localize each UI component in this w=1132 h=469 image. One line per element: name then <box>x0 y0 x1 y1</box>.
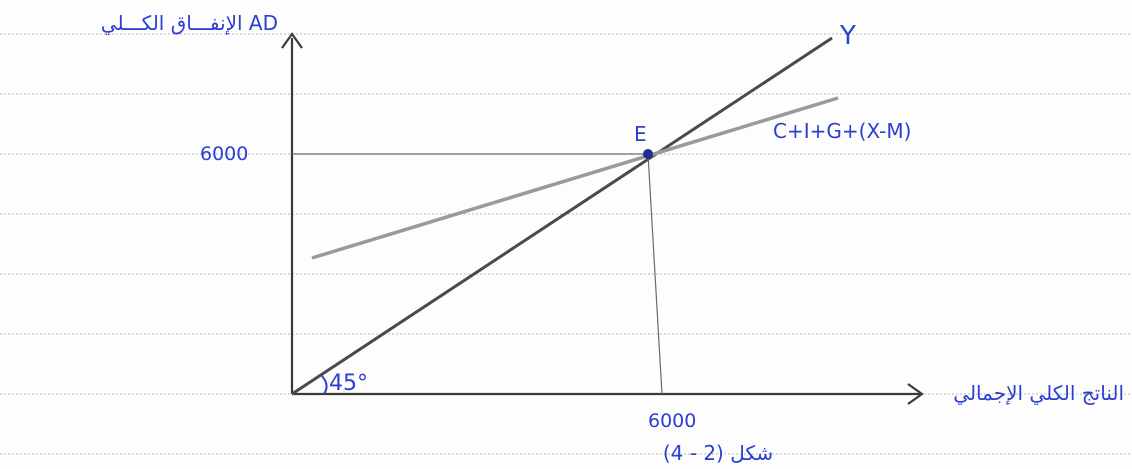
angle-label: 45° <box>329 371 368 396</box>
vertical-drop-line <box>647 153 663 395</box>
ad-line-label: C+I+G+(X-M) <box>773 119 911 143</box>
y-45-degree-line <box>291 36 833 396</box>
angle-arc <box>321 375 328 395</box>
y-axis-arrowhead <box>281 32 303 49</box>
x-value-label: 6000 <box>648 410 696 432</box>
x-axis-title: الناتج الكلي الإجمالي <box>953 381 1124 406</box>
equilibrium-point <box>643 149 653 159</box>
y-axis-title: الإنفـــاق الكـــلي AD <box>101 11 278 36</box>
x-axis-arrowhead <box>907 383 924 405</box>
point-label-e: E <box>634 122 647 146</box>
figure-caption: شكل (2 - 4) <box>663 441 773 465</box>
y-line-label: Y <box>839 21 856 51</box>
aggregate-demand-line <box>311 96 839 260</box>
y-value-label: 6000 <box>200 143 248 165</box>
